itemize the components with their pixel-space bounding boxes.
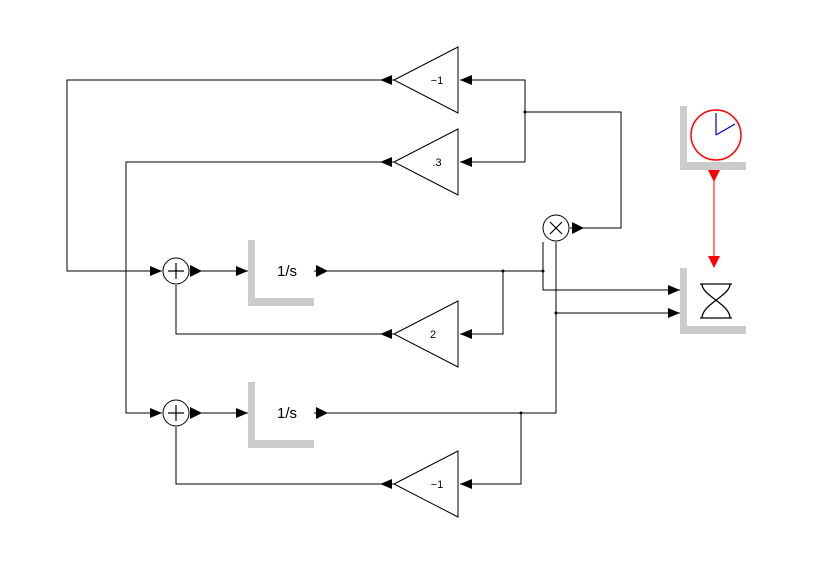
junction-int1-split xyxy=(541,269,545,273)
arrow-mid-gain-out xyxy=(380,157,392,167)
wire-gain2-feedback xyxy=(460,271,504,335)
wire-gain2-out xyxy=(175,285,394,335)
arrow-sum2-out xyxy=(190,407,202,419)
clock-hands xyxy=(715,113,736,136)
wire-bottom-feedback xyxy=(460,413,522,485)
junction-int2 xyxy=(519,411,523,415)
arrow-int1-out xyxy=(316,265,328,277)
xy-scope-block[interactable] xyxy=(680,268,746,334)
wire-mid-gain-out xyxy=(125,161,394,414)
arrow-sum1-in-left xyxy=(150,266,162,276)
junction-int1 xyxy=(501,269,505,273)
integrator-block-2[interactable]: 1/s xyxy=(248,382,314,448)
wire-int1-to-scope xyxy=(542,271,680,291)
wire-bottom-gain-out xyxy=(175,427,394,485)
integrator-1-label: 1/s xyxy=(277,263,297,280)
arrow-gain2-in xyxy=(460,329,472,339)
arrow-int2-out xyxy=(316,407,328,419)
gain-feedback1-label: 2 xyxy=(430,329,436,341)
arrow-top-gain-out xyxy=(380,75,392,85)
arrow-scope-in-2 xyxy=(668,308,680,318)
arrow-scope-in-1 xyxy=(668,285,680,295)
arrow-clock-out xyxy=(708,170,720,182)
arrow-bottom-gain-in xyxy=(460,479,472,489)
arrow-int2-in xyxy=(236,408,248,418)
arrow-gain2-out xyxy=(380,329,392,339)
gain-block-feedback1[interactable]: 2 xyxy=(392,300,459,368)
arrowheads xyxy=(150,75,720,489)
sum-block-2[interactable] xyxy=(162,399,190,427)
integrator-2-label: 1/s xyxy=(277,405,297,422)
junction-int2-split xyxy=(554,311,558,315)
arrow-int1-in xyxy=(236,266,248,276)
gain-feedback2-label: −1 xyxy=(431,479,444,491)
product-block[interactable] xyxy=(542,214,570,242)
wire-top-gain-out xyxy=(66,79,394,272)
sum-block-1[interactable] xyxy=(162,257,190,285)
wire-product-out xyxy=(525,111,622,229)
wires xyxy=(66,79,715,485)
clock-block[interactable] xyxy=(680,106,746,170)
arrow-product-out xyxy=(572,222,584,234)
arrow-bottom-gain-out xyxy=(380,479,392,489)
gain-middle-label: .3 xyxy=(432,157,441,169)
wire-top-feedback xyxy=(460,79,526,112)
arrow-top-gain-in xyxy=(460,75,472,85)
arrow-mid-gain-in xyxy=(460,157,472,167)
gain-block-middle[interactable]: .3 xyxy=(392,128,459,196)
junction-top xyxy=(523,110,527,114)
gain-top-label: −1 xyxy=(431,75,444,87)
gain-block-feedback2[interactable]: −1 xyxy=(392,450,459,518)
integrator-block-1[interactable]: 1/s xyxy=(248,240,314,306)
arrow-scope-event-in xyxy=(708,256,720,268)
junctions xyxy=(501,110,558,415)
arrow-sum1-out xyxy=(190,265,202,277)
gain-block-top[interactable]: −1 xyxy=(392,46,459,114)
xy-scope-icon xyxy=(700,283,732,319)
arrow-sum2-in-left xyxy=(150,408,162,418)
wire-int2-out xyxy=(314,242,557,414)
wire-mid-feedback xyxy=(460,112,526,163)
